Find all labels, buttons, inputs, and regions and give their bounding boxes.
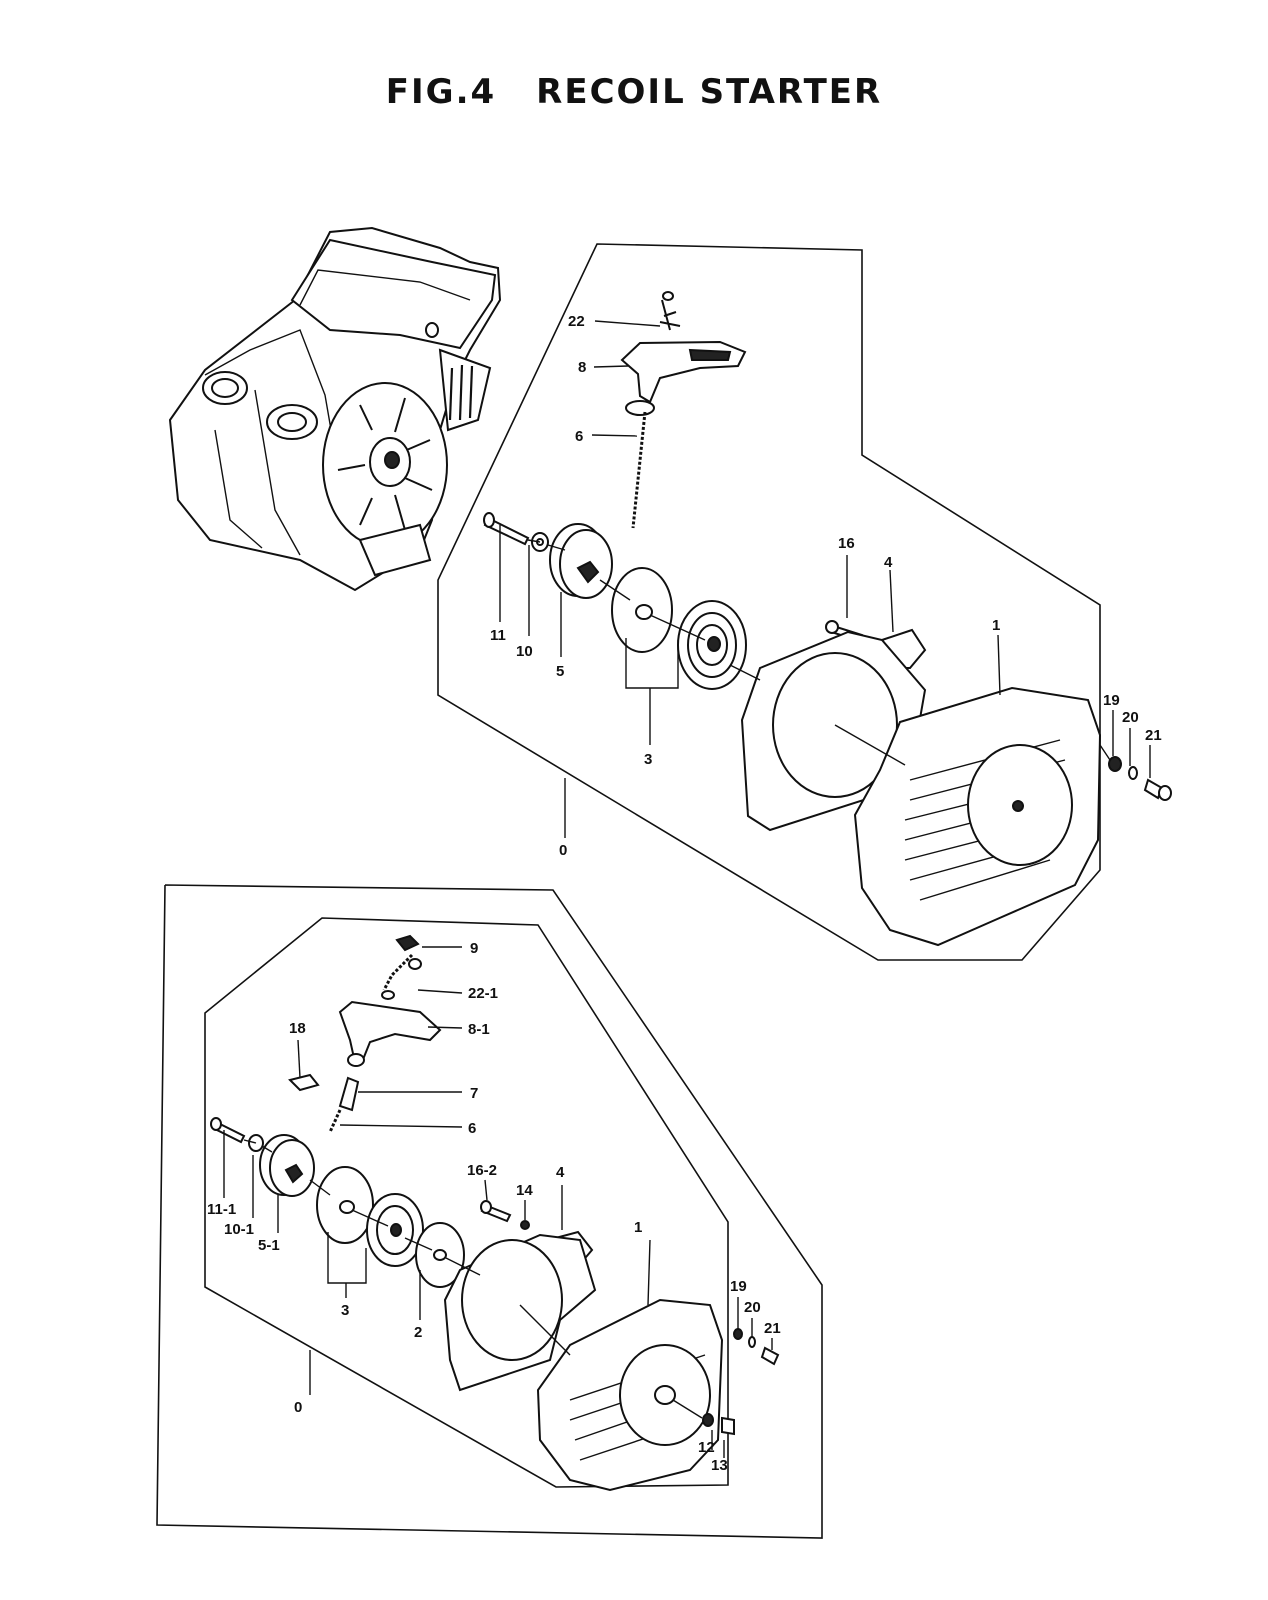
lower-inner-frame [204,917,729,1488]
callout-19: 19 [1103,692,1120,709]
callout-1-lower: 1 [634,1219,642,1236]
callout-0-lower: 0 [294,1399,302,1416]
callout-8: 8 [578,359,586,376]
figure-title: FIG.4 RECOIL STARTER [0,72,1268,112]
figure-title-text: RECOIL STARTER [536,72,883,112]
callout-5: 5 [556,663,564,680]
callout-10-1: 10-1 [224,1221,254,1238]
leader-lines [223,320,1151,1458]
callout-4: 4 [884,554,893,571]
callout-14: 14 [516,1182,533,1199]
callout-11: 11 [490,627,506,644]
callout-5-1: 5-1 [258,1237,280,1254]
callout-2: 2 [414,1324,422,1341]
lower-parts-drawing [210,934,780,1492]
callout-3-lower: 3 [341,1302,349,1319]
callout-21: 21 [1145,727,1162,744]
callout-6-lower: 6 [468,1120,476,1137]
callout-18: 18 [289,1020,306,1037]
upper-callouts: 22 8 6 16 4 1 11 10 5 3 19 20 21 0 [490,313,1162,859]
callout-12: 12 [698,1439,715,1456]
callout-19-lower: 19 [730,1278,747,1295]
callout-7: 7 [470,1085,478,1102]
callout-1: 1 [992,617,1000,634]
callout-21-lower: 21 [764,1320,781,1337]
callout-13: 13 [711,1457,728,1474]
upper-assembly-frame [437,243,1101,961]
lower-callouts: 9 22-1 8-1 18 7 6 16-2 14 4 1 11-1 10-1 … [207,940,781,1474]
callout-3: 3 [644,751,652,768]
callout-0: 0 [559,842,567,859]
callout-20: 20 [1122,709,1139,726]
callout-6: 6 [575,428,583,445]
callout-16: 16 [838,535,855,552]
callout-8-1: 8-1 [468,1021,490,1038]
callout-4-lower: 4 [556,1164,565,1181]
callout-9: 9 [470,940,478,957]
callout-22-1: 22-1 [468,985,498,1002]
figure-number: FIG.4 [385,72,497,112]
callout-11-1: 11-1 [207,1201,236,1218]
lower-outer-frame [156,884,823,1539]
upper-parts-drawing [483,291,1172,947]
callout-22: 22 [568,313,585,330]
callout-10: 10 [516,643,533,660]
engine-crankcase-drawing [168,226,502,592]
callout-16-2: 16-2 [467,1162,497,1179]
callout-20-lower: 20 [744,1299,761,1316]
